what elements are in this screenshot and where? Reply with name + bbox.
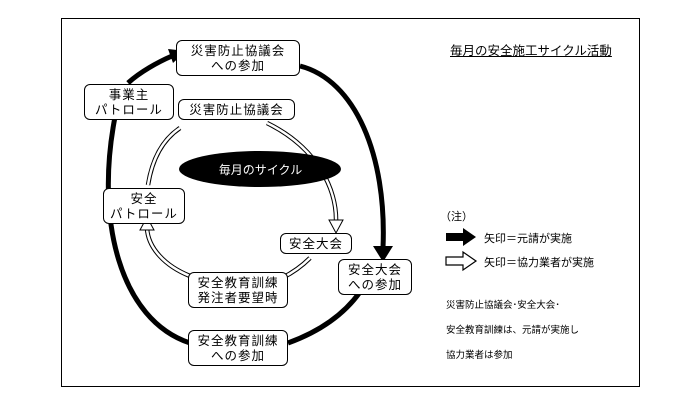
node-anzen-taikai-sanka-line-1: 安全大会: [347, 262, 402, 277]
node-kyogikai-sanka: 災害防止協議会 への参加: [176, 40, 300, 76]
outer-arc-taikai-to-kyoiku: [287, 290, 363, 346]
node-jigyonushi-patrol-line-2: パトロール: [95, 102, 163, 117]
diagram-frame: [61, 18, 640, 387]
legend-heading: （注）: [440, 210, 473, 223]
note-line-2: 安全教育訓練は、元請が実施し: [446, 325, 580, 336]
outer-arc-kyoiku-to-patrol: [105, 116, 191, 346]
outer-arc-patrol-to-kyogikai: [126, 53, 173, 85]
node-anzen-taikai-sanka: 安全大会 への参加: [338, 259, 412, 295]
node-anzen-taikai-sanka-line-2: への参加: [347, 277, 402, 292]
node-kyogikai: 災害防止協議会: [178, 99, 295, 120]
node-anzen-patrol-line-1: 安全: [130, 191, 158, 206]
note-line-3: 協力業者は参加: [446, 350, 513, 361]
node-anzen-patrol: 安全 パトロール: [103, 188, 185, 224]
center-ellipse: [179, 151, 341, 187]
node-kyoiku-kunren-sanka-line-1: 安全教育訓練: [197, 333, 279, 348]
node-anzen-taikai: 安全大会: [280, 233, 352, 254]
legend-solid-arrow-label: 矢印＝元請が実施: [484, 232, 572, 245]
node-kyoiku-kunren-yobo-line-1: 安全教育訓練: [197, 275, 279, 290]
node-kyogikai-sanka-line-1: 災害防止協議会: [190, 43, 286, 58]
legend-hollow-arrow-label: 矢印＝協力業者が実施: [484, 256, 594, 269]
inner-arc-patrol-to-kyogikai: [145, 126, 182, 186]
legend-hollow-arrow-icon: [445, 250, 478, 272]
diagram-title: 毎月の安全施工サイクル活動: [450, 43, 612, 58]
node-kyogikai-line-1: 災害防止協議会: [189, 102, 284, 117]
node-jigyonushi-patrol-line-1: 事業主: [108, 87, 150, 102]
node-kyoiku-kunren-yobo: 安全教育訓練 発注者要望時: [188, 272, 288, 308]
inner-arc-kyoiku-to-patrol: [144, 227, 191, 279]
node-anzen-taikai-line-1: 安全大会: [288, 236, 343, 251]
center-label: 毎月のサイクル: [218, 163, 303, 177]
outer-arc-kyogikai-to-taikai: [299, 63, 386, 249]
legend-solid-arrow-icon: [446, 228, 476, 246]
inner-arrowhead-taikai: [328, 219, 344, 235]
node-anzen-patrol-line-2: パトロール: [110, 206, 178, 221]
node-kyogikai-sanka-line-2: への参加: [210, 58, 265, 73]
node-kyoiku-kunren-sanka: 安全教育訓練 への参加: [188, 330, 288, 366]
node-jigyonushi-patrol: 事業主 パトロール: [84, 84, 174, 120]
note-line-1: 災害防止協議会･安全大会･: [446, 300, 561, 311]
node-kyoiku-kunren-sanka-line-2: への参加: [210, 348, 265, 363]
outer-arrowhead-taikai: [373, 246, 393, 262]
node-kyoiku-kunren-yobo-line-2: 発注者要望時: [197, 290, 279, 305]
